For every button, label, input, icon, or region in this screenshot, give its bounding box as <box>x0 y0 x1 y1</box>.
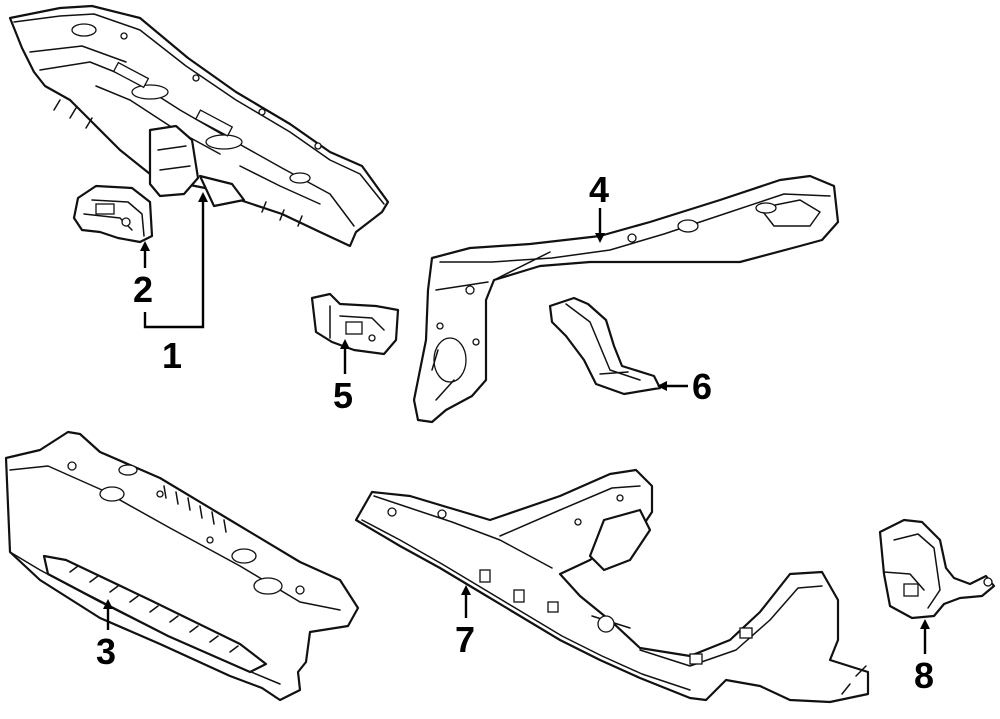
part-2-bracket[interactable] <box>72 184 154 244</box>
part-3-lower-support[interactable] <box>4 430 360 702</box>
callout-8: 8 <box>914 655 934 696</box>
callout-7: 7 <box>455 619 475 660</box>
part-4-side-rail[interactable] <box>412 174 840 424</box>
part-6-shield[interactable] <box>548 296 662 396</box>
callout-2: 2 <box>133 269 153 310</box>
callout-4: 4 <box>589 169 609 210</box>
leader-1 <box>143 192 208 329</box>
part-7-lower-rail[interactable] <box>354 468 870 704</box>
leader-lines <box>103 192 930 654</box>
callout-6: 6 <box>692 366 712 407</box>
part-1-upper-support[interactable] <box>8 4 390 248</box>
callouts: 1 2 3 4 5 6 7 8 <box>96 169 934 696</box>
part-8-bracket[interactable] <box>878 518 996 620</box>
part-5-bracket[interactable] <box>310 292 400 356</box>
callout-1: 1 <box>162 335 182 376</box>
callout-3: 3 <box>96 631 116 672</box>
callout-5: 5 <box>333 375 353 416</box>
